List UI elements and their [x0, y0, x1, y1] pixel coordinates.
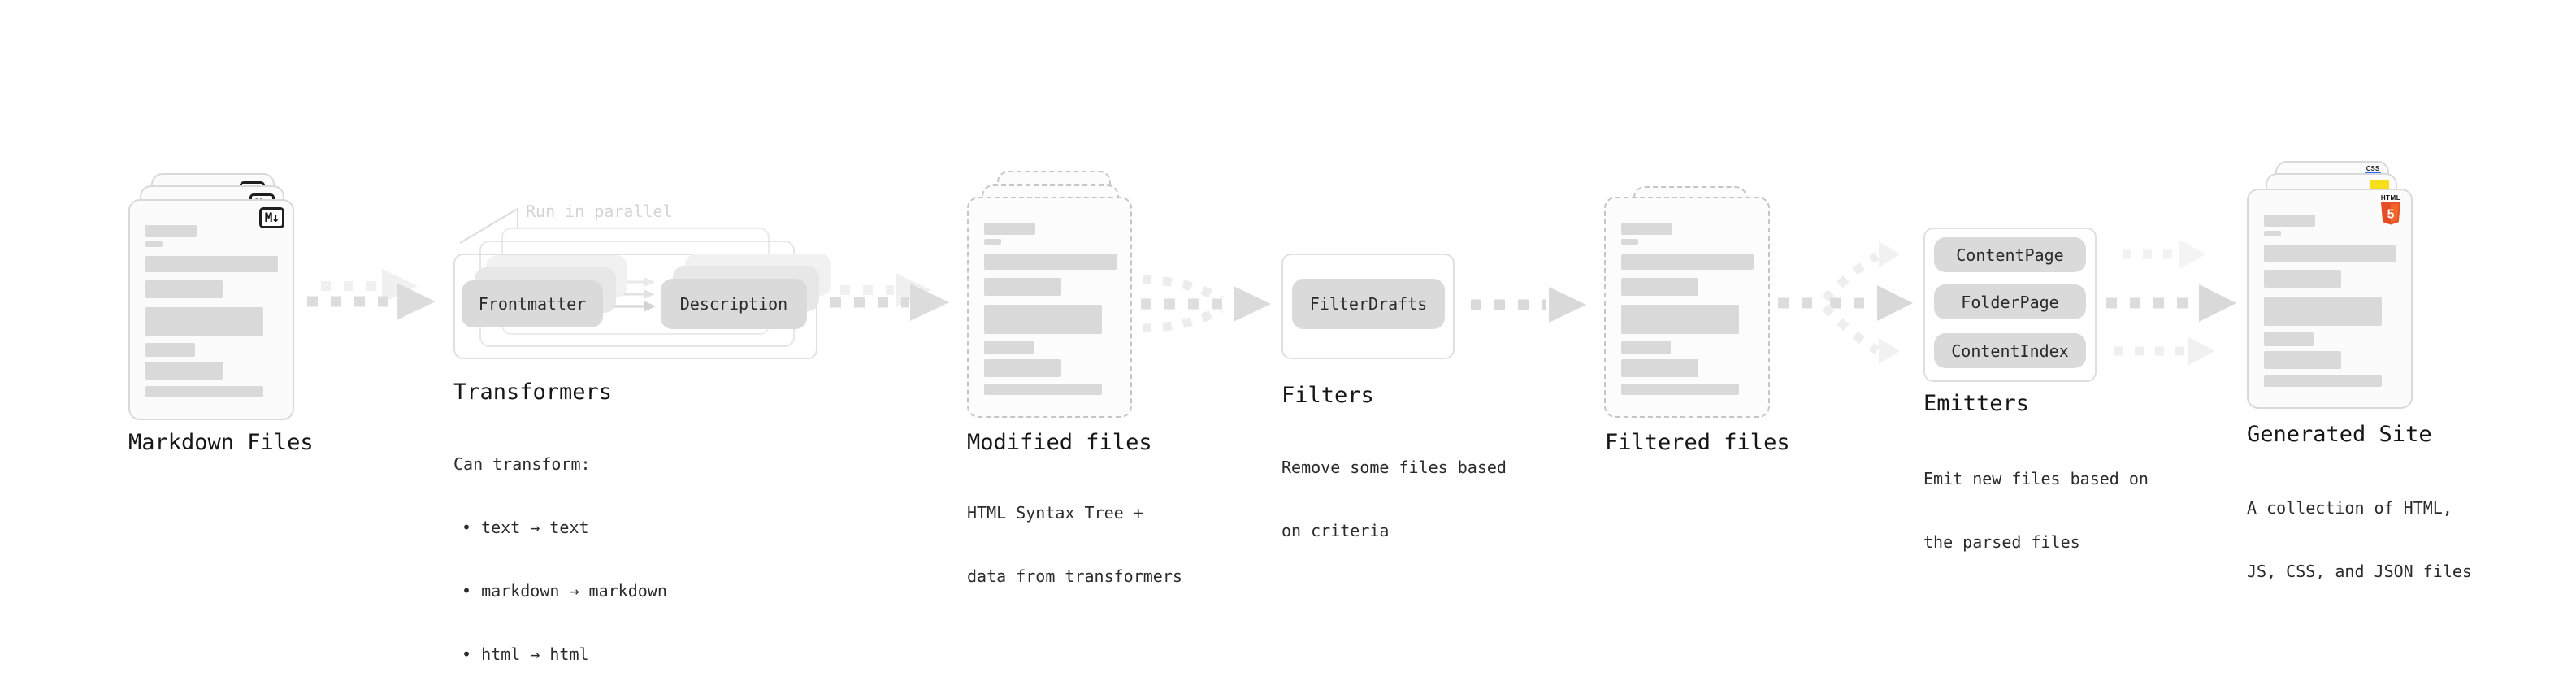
markdown-files-stack: M↓ M↓ M↓: [122, 167, 325, 427]
text-placeholder-bar: [145, 225, 197, 237]
transformers-description: Can transform: • text → text • markdown …: [453, 411, 667, 681]
emitters-frame: [1923, 228, 2097, 382]
text-placeholder-bar: [1621, 239, 1638, 245]
text-placeholder-bar: [2264, 351, 2341, 369]
text-placeholder-bar: [1621, 384, 1739, 395]
description-line: the parsed files: [1923, 532, 2080, 552]
description-line: HTML Syntax Tree +: [967, 503, 1143, 523]
emitter-pill-contentpage: ContentPage: [1934, 237, 2086, 272]
run-in-parallel-annotation: Run in parallel: [526, 202, 673, 221]
text-placeholder-bar: [984, 223, 1035, 235]
description-line: • text → text: [462, 518, 589, 537]
text-placeholder-bar: [2264, 375, 2382, 387]
description-line: data from transformers: [967, 566, 1182, 586]
transformers-label: Transformers: [453, 380, 613, 405]
html5-shield: 5: [2380, 202, 2401, 225]
file-card-front: [1604, 197, 1770, 418]
text-placeholder-bar: [145, 241, 163, 247]
text-placeholder-bar: [1621, 254, 1754, 270]
text-placeholder-bar: [984, 340, 1034, 354]
transformer-pill-frontmatter: Frontmatter: [462, 280, 603, 327]
emitter-pill-contentindex: ContentIndex: [1934, 333, 2086, 368]
filters-label: Filters: [1281, 383, 1374, 408]
file-card-front: M↓: [128, 199, 294, 420]
text-placeholder-bar: [984, 384, 1102, 395]
text-placeholder-bar: [1621, 223, 1672, 235]
text-placeholder-bar: [2264, 297, 2382, 326]
file-card-front: [967, 197, 1132, 418]
text-placeholder-bar: [2264, 215, 2315, 227]
description-line: Can transform:: [453, 454, 591, 474]
filters-frame: [1281, 254, 1455, 359]
emitters-label: Emitters: [1923, 391, 2030, 416]
filtered-files-label: Filtered files: [1605, 430, 1790, 455]
arrow-filters-to-filtered: [1471, 287, 1586, 323]
text-placeholder-bar: [984, 359, 1061, 377]
arrow-filtered-to-emitters-split: [1778, 241, 1913, 364]
filtered-files-stack: [1597, 175, 1800, 435]
text-placeholder-bar: [984, 278, 1061, 296]
html5-icon: HTML 5: [2380, 195, 2401, 230]
css-icon-word: CSS: [2366, 165, 2380, 172]
generated-site-label: Generated Site: [2247, 422, 2432, 447]
description-line: Emit new files based on: [1923, 469, 2149, 488]
text-placeholder-bar: [145, 386, 263, 397]
text-placeholder-bar: [984, 239, 1001, 245]
annotation-connector-line: [459, 207, 518, 244]
text-placeholder-bar: [145, 362, 223, 380]
text-placeholder-bar: [984, 305, 1102, 334]
text-placeholder-bar: [145, 307, 263, 336]
description-line: Remove some files based: [1281, 458, 1507, 477]
text-placeholder-bar: [145, 256, 278, 272]
text-placeholder-bar: [1621, 340, 1671, 354]
svg-text:5: 5: [2387, 208, 2395, 222]
generated-site-description: A collection of HTML, JS, CSS, and JSON …: [2247, 455, 2472, 624]
text-placeholder-bar: [1621, 305, 1739, 334]
text-placeholder-bar: [2264, 245, 2396, 262]
html5-icon-word: HTML: [2380, 194, 2401, 202]
text-placeholder-bar: [2264, 231, 2281, 236]
file-card-html: HTML 5: [2247, 189, 2413, 409]
generated-site-stack: CSS HTML 5: [2239, 154, 2442, 423]
description-line: • markdown → markdown: [462, 581, 667, 601]
text-placeholder-bar: [1621, 278, 1698, 296]
description-line: A collection of HTML,: [2247, 498, 2452, 518]
text-placeholder-bar: [1621, 359, 1698, 377]
description-line: • html → html: [462, 644, 589, 664]
js-icon: [2370, 180, 2389, 190]
arrow-modified-to-filters-merge: [1141, 275, 1271, 333]
arrow-transformers-to-modified: [830, 273, 949, 321]
description-line: JS, CSS, and JSON files: [2247, 562, 2472, 581]
modified-files-label: Modified files: [967, 430, 1152, 455]
modified-files-description: HTML Syntax Tree + data from transformer…: [967, 460, 1182, 629]
emitter-pill-folderpage: FolderPage: [1934, 284, 2086, 319]
text-placeholder-bar: [2264, 270, 2341, 288]
filter-pill-filterdrafts: FilterDrafts: [1292, 279, 1445, 329]
text-placeholder-bar: [984, 254, 1117, 270]
transformer-pill-description: Description: [661, 279, 807, 329]
description-line: on criteria: [1281, 521, 1390, 540]
markdown-files-label: Markdown Files: [128, 430, 314, 455]
filters-description: Remove some files based on criteria: [1281, 414, 1507, 583]
text-placeholder-bar: [2264, 332, 2314, 346]
arrow-emitters-to-site: [2106, 240, 2236, 366]
arrow-markdown-to-transformers: [307, 269, 436, 320]
text-placeholder-bar: [145, 343, 195, 357]
modified-files-stack: [959, 163, 1162, 423]
emitters-description: Emit new files based on the parsed files: [1923, 426, 2149, 595]
text-placeholder-bar: [145, 280, 223, 298]
markdown-icon: M↓: [258, 207, 284, 228]
